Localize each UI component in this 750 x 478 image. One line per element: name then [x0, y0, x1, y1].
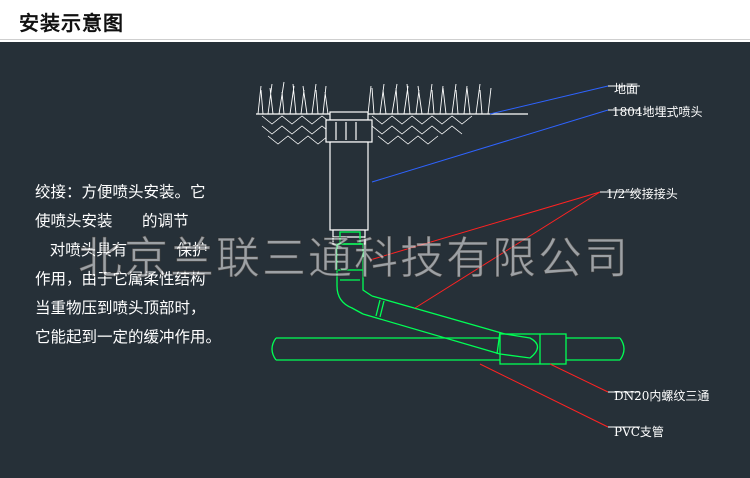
label-pvc-pipe: PVC支管 [614, 425, 664, 439]
watermark: 北京兰联三通科技有限公司 [78, 233, 630, 285]
grass [257, 81, 492, 115]
diagram-drawing [256, 81, 640, 428]
page-title: 安装示意图 [19, 11, 124, 35]
swing-joint [336, 231, 539, 359]
sprinkler-body [325, 111, 373, 245]
description-line: 作用，由于它属柔性结构 [35, 270, 206, 288]
installation-diagram: 地面 1804地埋式喷头 1/2″绞接接头 DN20内螺纹三通 PVC支管 绞接… [0, 42, 750, 478]
label-sprinkler: 1804地埋式喷头 [612, 105, 703, 119]
description-line: 它能起到一定的缓冲作用。 [35, 328, 222, 346]
description-line: 对喷头具有 保护 [35, 241, 208, 259]
description-line: 绞接：方便喷头安装。它 [35, 183, 206, 201]
pvc-pipe [271, 333, 625, 365]
label-swing-joint: 1/2″绞接接头 [606, 187, 678, 201]
leader-lines [369, 85, 640, 428]
description-line: 当重物压到喷头顶部时， [35, 299, 206, 317]
label-tee: DN20内螺纹三通 [614, 389, 710, 403]
label-ground: 地面 [614, 82, 639, 96]
description-line: 使喷头安装 的调节 [35, 212, 189, 230]
title-divider [0, 39, 750, 40]
description-text: 绞接：方便喷头安装。它使喷头安装 的调节 对喷头具有 保护作用，由于它属柔性结构… [35, 178, 221, 352]
